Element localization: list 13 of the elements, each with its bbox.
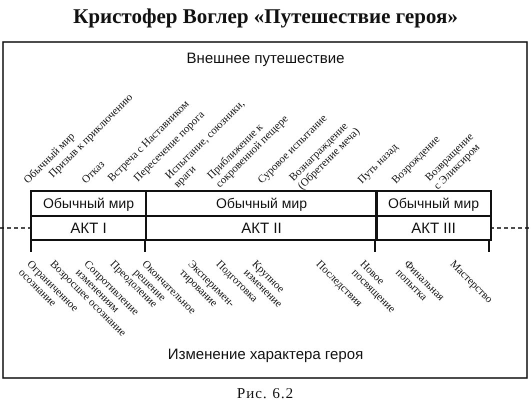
act-box	[30, 190, 147, 241]
act-label: АКТ III	[410, 219, 457, 239]
act-label: АКТ I	[69, 219, 108, 239]
act-box	[145, 190, 378, 241]
figure-title: Кристофер Воглер «Путешествие героя»	[72, 4, 459, 29]
section-caption: Изменение характера героя	[166, 346, 364, 363]
section-heading: Обычный мир	[387, 194, 480, 213]
act-label: АКТ II	[240, 219, 283, 239]
section-heading: Обычный мир	[215, 194, 308, 213]
section-caption: Внешнее путешествие	[186, 50, 346, 67]
section-heading: Обычный мир	[42, 194, 135, 213]
figure-caption: Рис. 6.2	[236, 386, 296, 403]
act-box	[375, 190, 492, 241]
